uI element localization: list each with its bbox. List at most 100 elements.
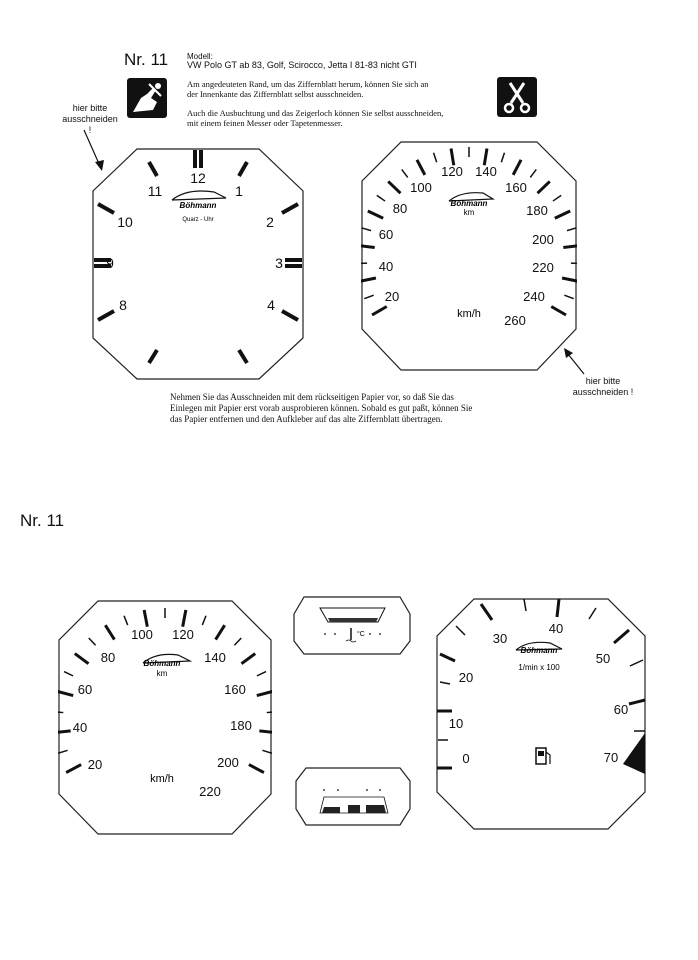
tick-mark bbox=[415, 159, 427, 176]
tick-mark bbox=[566, 227, 577, 232]
tick-mark bbox=[123, 615, 129, 626]
tick-mark bbox=[367, 209, 384, 220]
tick-mark bbox=[432, 152, 438, 163]
tick-mark bbox=[554, 209, 571, 220]
tick-mark bbox=[65, 763, 82, 774]
speed-number: 60 bbox=[78, 682, 92, 697]
rpm-number: 50 bbox=[596, 651, 610, 666]
rpm-number: 40 bbox=[549, 621, 563, 636]
arrow-right-icon bbox=[564, 348, 585, 375]
thermometer-icon bbox=[345, 628, 357, 643]
car-logo-icon bbox=[142, 653, 193, 664]
clock-number: 1 bbox=[235, 183, 243, 199]
clock-subtitle: Quarz - Uhr bbox=[182, 217, 213, 223]
tick-mark bbox=[256, 689, 272, 698]
speedometer-260-dial: 20 40 60 80 100 120 140 160 180 200 220 … bbox=[361, 141, 577, 371]
speed-number: 20 bbox=[88, 757, 102, 772]
fuel-gauge bbox=[295, 767, 411, 826]
speed-number: 160 bbox=[224, 682, 246, 697]
speed-number: 100 bbox=[410, 180, 432, 195]
clock-number: 12 bbox=[190, 170, 206, 186]
speed-number: 180 bbox=[526, 203, 548, 218]
tick-mark bbox=[88, 637, 97, 646]
tacho-brand: Böhmann bbox=[521, 646, 558, 655]
tick-mark bbox=[361, 244, 375, 250]
tick-mark bbox=[364, 294, 374, 300]
tick-mark bbox=[563, 244, 577, 250]
tick-mark bbox=[564, 294, 574, 300]
speed-number: 260 bbox=[504, 313, 526, 328]
speed-number: 100 bbox=[131, 627, 153, 642]
clock-dial: 12 1 2 3 4 8 9 10 11 Böhmann Quarz - Uhr bbox=[92, 148, 304, 380]
rpm-number: 30 bbox=[493, 631, 507, 646]
car-logo-icon bbox=[515, 641, 563, 651]
para2-line2: mit einem feinen Messer oder Tapetenmess… bbox=[187, 118, 343, 128]
tick-mark bbox=[233, 637, 242, 646]
tick-mark bbox=[58, 749, 68, 754]
rpm-number: 60 bbox=[614, 702, 628, 717]
clock-number: 8 bbox=[119, 297, 127, 313]
clock-number: 9 bbox=[106, 255, 114, 271]
speedo-brand: Böhmann bbox=[144, 659, 181, 668]
tick-mark bbox=[550, 305, 567, 317]
clock-number: 10 bbox=[117, 214, 133, 230]
speed-number: 160 bbox=[505, 180, 527, 195]
speedo-unit-small: km bbox=[464, 208, 475, 217]
speedo-unit: km/h bbox=[457, 308, 481, 320]
model-value: VW Polo GT ab 83, Golf, Scirocco, Jetta … bbox=[187, 60, 417, 70]
tick-mark bbox=[529, 169, 537, 178]
tick-mark bbox=[552, 194, 562, 202]
speed-number: 220 bbox=[532, 260, 554, 275]
tick-mark bbox=[401, 169, 409, 178]
speed-number: 60 bbox=[379, 227, 393, 242]
tick-mark bbox=[511, 159, 523, 176]
tick-mark bbox=[256, 670, 267, 677]
speed-number: 120 bbox=[441, 164, 463, 179]
tick-mark bbox=[248, 763, 265, 774]
tacho-unit: 1/min x 100 bbox=[518, 663, 560, 672]
tachometer-dial: 0 10 20 30 40 50 60 70 Böhmann 1/min x 1… bbox=[436, 598, 646, 830]
rpm-number: 20 bbox=[459, 670, 473, 685]
tick-mark bbox=[561, 276, 577, 283]
temperature-gauge: °C bbox=[293, 596, 411, 655]
tick-mark bbox=[240, 652, 257, 665]
tick-mark bbox=[262, 749, 272, 754]
speed-number: 140 bbox=[204, 650, 226, 665]
temp-label: °C bbox=[357, 630, 365, 638]
tick-mark bbox=[266, 711, 272, 714]
clock-number: 3 bbox=[275, 255, 283, 271]
speed-number: 240 bbox=[523, 289, 545, 304]
tick-mark bbox=[214, 624, 226, 641]
speedo-unit-small: km bbox=[157, 669, 168, 678]
speed-number: 200 bbox=[217, 755, 239, 770]
tick-mark bbox=[63, 670, 74, 677]
tick-mark bbox=[58, 711, 64, 714]
rpm-number: 70 bbox=[604, 750, 618, 765]
tick-mark bbox=[201, 615, 207, 626]
rpm-number: 10 bbox=[449, 716, 463, 731]
speed-number: 180 bbox=[230, 718, 252, 733]
fuel-pump-icon bbox=[535, 747, 551, 765]
instructions: Nehmen Sie das Ausschneiden mit dem rück… bbox=[170, 392, 473, 424]
speed-number: 40 bbox=[379, 259, 393, 274]
speed-number: 200 bbox=[532, 232, 554, 247]
speedometer-220-dial: 20 40 60 80 100 120 140 160 180 200 220 … bbox=[58, 600, 272, 835]
car-logo-icon bbox=[448, 192, 496, 202]
para1-line1: Am angedeuteten Rand, um das Ziffernblat… bbox=[187, 79, 429, 89]
tick-mark bbox=[142, 609, 149, 627]
tick-mark bbox=[104, 624, 116, 641]
tick-mark bbox=[361, 276, 377, 283]
tick-mark bbox=[259, 729, 272, 734]
para1-line2: der Innenkante das Ziffernblatt selbst a… bbox=[187, 89, 364, 99]
speedo-brand: Böhmann bbox=[451, 199, 488, 208]
speed-number: 120 bbox=[172, 627, 194, 642]
section2-nr: Nr. 11 bbox=[20, 511, 65, 530]
model-label: Modell: bbox=[187, 52, 213, 61]
rpm-number: 0 bbox=[462, 751, 469, 766]
clock-number: 2 bbox=[266, 214, 274, 230]
tick-mark bbox=[387, 180, 402, 195]
clock-brand: Böhmann bbox=[180, 201, 217, 210]
tick-mark bbox=[58, 729, 71, 734]
